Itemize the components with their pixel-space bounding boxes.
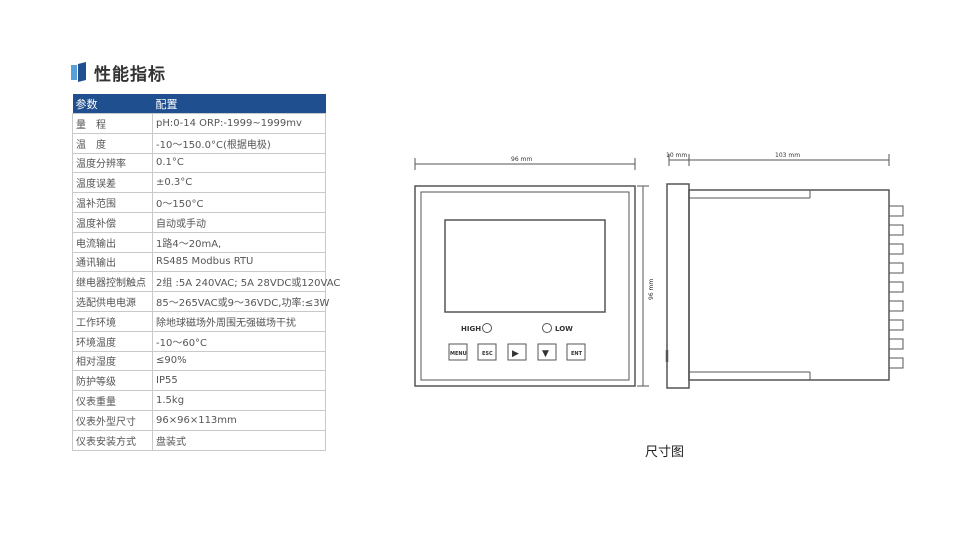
- param-cell: 通讯输出: [72, 251, 153, 273]
- config-cell: 1路4～20mA,: [152, 231, 326, 253]
- table-row: 温 度-10～150.0°C(根据电极): [72, 132, 326, 154]
- config-cell: 96×96×113mm: [152, 409, 326, 431]
- dim-bezel: 10 mm: [666, 152, 687, 159]
- config-cell: 盘装式: [152, 429, 326, 451]
- terminal-block: [888, 262, 904, 274]
- dim-height: 96 mm: [648, 279, 655, 300]
- param-cell: 相对湿度: [72, 350, 153, 372]
- book-icon: [70, 62, 88, 82]
- config-cell: 自动或手动: [152, 211, 326, 233]
- param-cell: 仪表安装方式: [72, 429, 153, 451]
- table-header-row: 参数 配置: [72, 94, 326, 114]
- param-cell: 防护等级: [72, 370, 153, 392]
- config-cell: RS485 Modbus RTU: [152, 251, 326, 273]
- terminal-block: [888, 205, 904, 217]
- param-cell: 环境温度: [72, 330, 153, 352]
- param-cell: 温度误差: [72, 172, 153, 194]
- header-config: 配置: [152, 94, 326, 114]
- table-row: 工作环境除地球磁场外周围无强磁场干扰: [72, 310, 326, 332]
- config-cell: pH:0-14 ORP:-1999~1999mv: [152, 113, 326, 134]
- dim-front-width: 96 mm: [511, 156, 532, 163]
- param-cell: 温 度: [72, 132, 153, 154]
- button-right: ▶: [512, 349, 519, 359]
- param-cell: 温补范围: [72, 192, 153, 213]
- terminal-block: [888, 319, 904, 331]
- config-cell: ±0.3°C: [152, 172, 326, 194]
- table-row: 环境温度-10～60°C: [72, 330, 326, 352]
- param-cell: 电流输出: [72, 231, 153, 253]
- button-esc: ESC: [482, 351, 493, 357]
- config-cell: -10～60°C: [152, 330, 326, 352]
- header-param: 参数: [72, 94, 153, 114]
- led-label-low: LOW: [555, 325, 573, 333]
- config-cell: -10～150.0°C(根据电极): [152, 132, 326, 154]
- config-cell: 2组 :5A 240VAC; 5A 28VDC或120VAC: [152, 271, 340, 293]
- terminal-block: [888, 243, 904, 255]
- terminal-block: [888, 224, 904, 236]
- terminal-block: [888, 281, 904, 293]
- terminal-block: [888, 300, 904, 312]
- param-cell: 选配供电电源: [72, 291, 153, 312]
- param-cell: 继电器控制触点: [72, 271, 153, 293]
- param-cell: 仪表重量: [72, 390, 153, 411]
- config-cell: 除地球磁场外周围无强磁场干扰: [152, 310, 326, 332]
- button-down: ▼: [542, 349, 549, 359]
- section-title-text: 性能指标: [94, 64, 166, 85]
- led-label-high: HIGH: [461, 325, 481, 333]
- button-menu: MENU: [450, 351, 467, 357]
- config-cell: 0.1°C: [152, 152, 326, 174]
- param-cell: 仪表外型尺寸: [72, 409, 153, 431]
- dim-depth: 103 mm: [775, 152, 800, 159]
- button-ent: ENT: [571, 351, 583, 357]
- section-title: 性能指标: [70, 60, 166, 85]
- param-cell: 温度分辨率: [72, 152, 153, 174]
- table-row: 仪表安装方式盘装式: [72, 429, 326, 451]
- figure-caption: 尺寸图: [645, 445, 685, 460]
- terminal-block: [888, 338, 904, 350]
- param-cell: 量 程: [72, 113, 153, 134]
- table-row: 相对湿度≤90%: [72, 350, 326, 372]
- config-cell: 1.5kg: [152, 390, 326, 411]
- config-cell: 0～150°C: [152, 192, 326, 213]
- param-cell: 工作环境: [72, 310, 153, 332]
- terminal-block: [888, 357, 904, 369]
- config-cell: ≤90%: [152, 350, 326, 372]
- config-cell: IP55: [152, 370, 326, 392]
- param-cell: 温度补偿: [72, 211, 153, 233]
- table-row: 温度补偿自动或手动: [72, 211, 326, 233]
- table-row: 温度误差±0.3°C: [72, 172, 326, 194]
- dimension-drawing: 96 mm 96 mm 10 mm 103 mm HIGH LOW MENU E…: [414, 152, 904, 389]
- config-cell: 85～265VAC或9～36VDC,功率:≤3W: [152, 291, 329, 312]
